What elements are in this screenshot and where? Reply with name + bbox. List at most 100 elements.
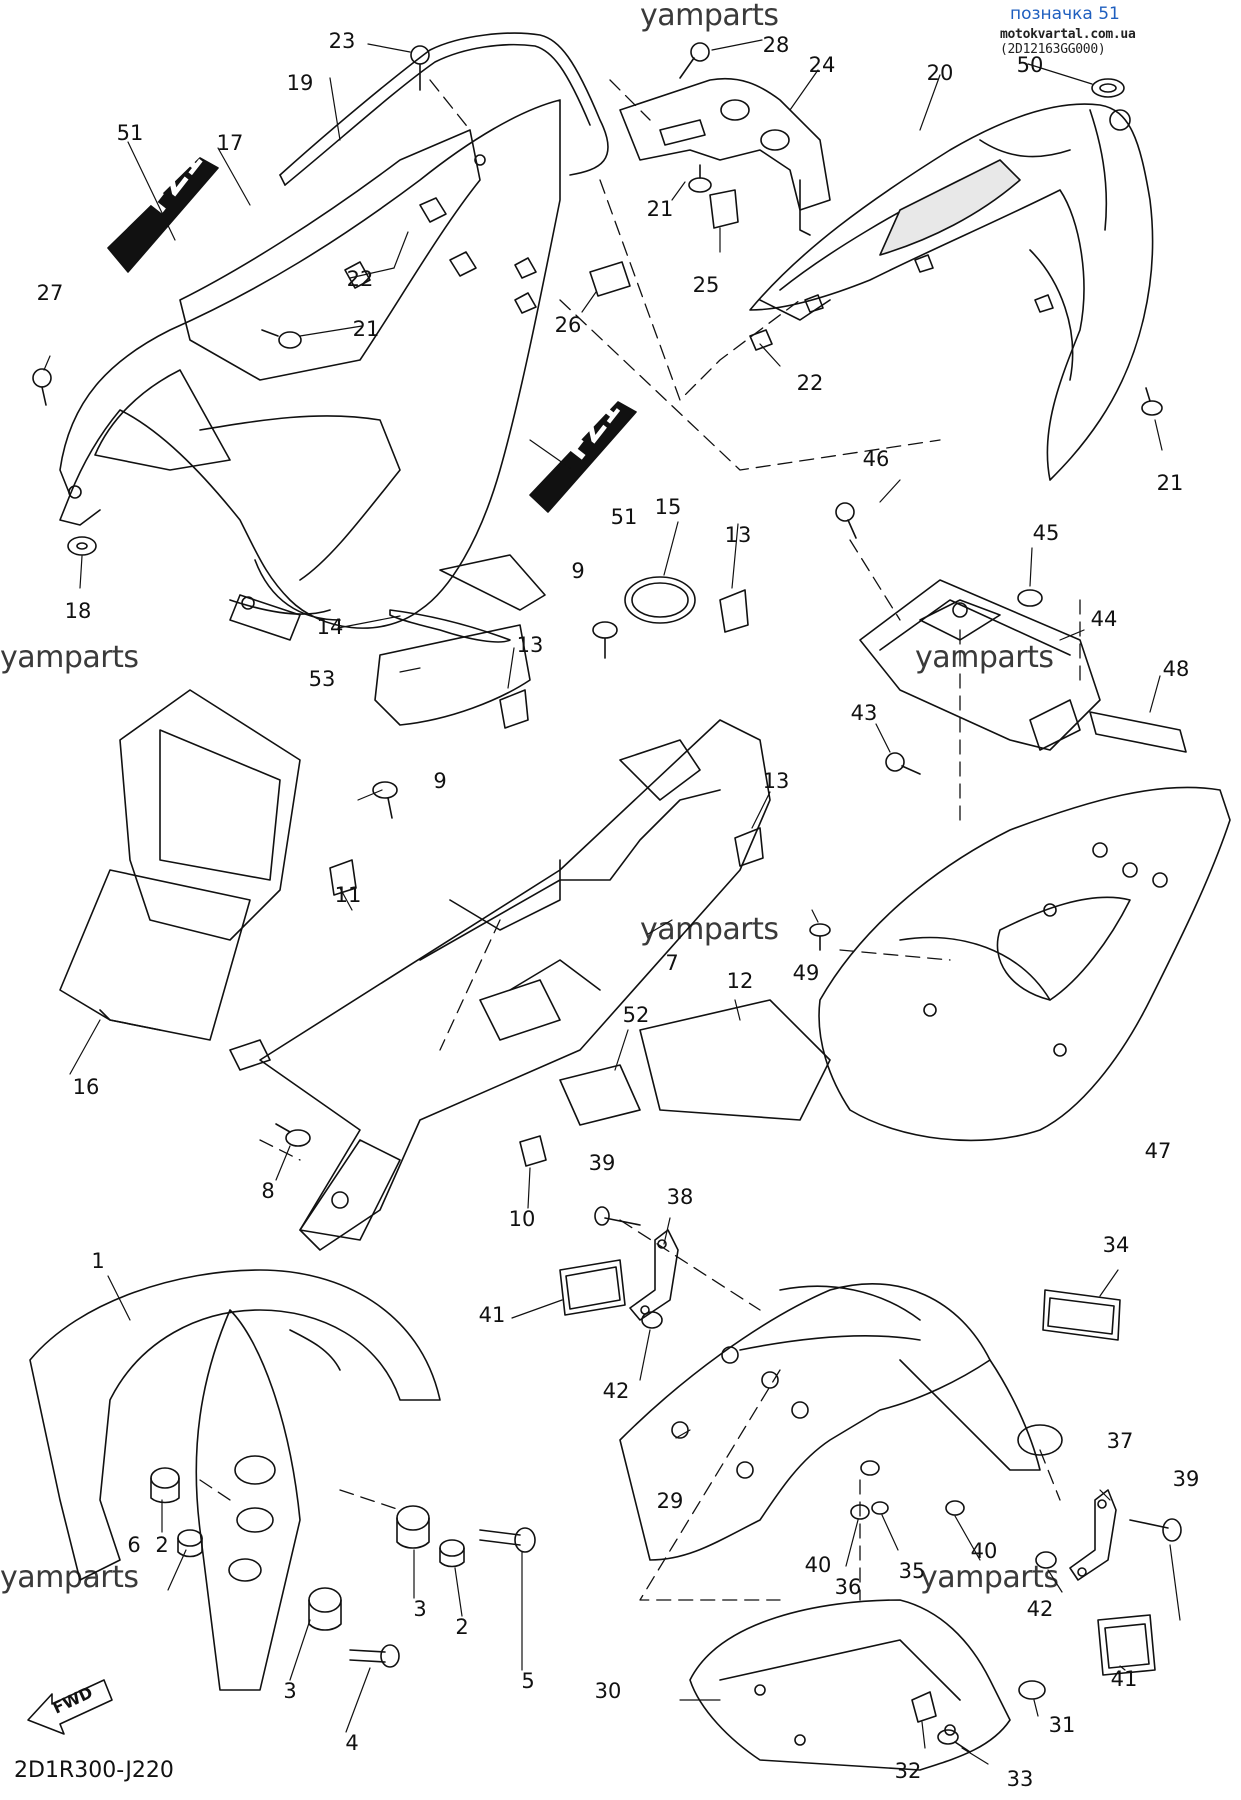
callout-22: 22 [347,267,374,291]
damper-3 [396,1505,430,1549]
clip-13 [734,827,764,867]
sheet-26 [589,261,631,297]
nut-40 [860,1460,880,1476]
pad-48 [1089,711,1187,753]
assembly-lines [199,79,1081,1601]
collar-2 [439,1539,465,1568]
sheet-52 [559,1064,641,1126]
callout-27: 27 [37,281,64,305]
callout-42: 42 [603,1379,630,1403]
damper-10 [519,1135,547,1167]
callout-48: 48 [1163,657,1190,681]
callout-30: 30 [595,1679,622,1703]
rear-fender-lower [689,1599,1011,1771]
callout-49: 49 [793,961,820,985]
callout-51: 51 [611,505,638,529]
nut-22 [749,329,773,351]
callout-52: 52 [623,1003,650,1027]
designation-link[interactable]: позначка 51 [1010,4,1120,24]
front-fender [29,1269,441,1691]
callout-8: 8 [261,1179,274,1203]
sheet-12 [639,999,831,1121]
bolt-8 [275,1123,311,1147]
callout-9: 9 [571,559,584,583]
callout-6: 6 [127,1533,140,1557]
stay-37 [1069,1489,1117,1581]
callout-10: 10 [509,1207,536,1231]
callout-12: 12 [727,969,754,993]
bolt-5 [479,1527,536,1553]
callout-13: 13 [725,523,752,547]
callout-37: 37 [1107,1429,1134,1453]
bracket-24 [619,77,831,236]
watermark: yamparts [640,912,779,947]
clip-11 [329,859,357,896]
callout-23: 23 [329,29,356,53]
pad-53 [374,624,531,726]
callout-47: 47 [1145,1139,1172,1163]
clip-13 [719,589,749,633]
callout-46: 46 [863,447,890,471]
seat-cowling [59,99,561,641]
bolt-21 [688,164,712,193]
bolt-39 [1129,1518,1182,1542]
nut-42 [1035,1551,1057,1569]
strap-14 [389,554,546,643]
callout-40: 40 [805,1553,832,1577]
washer-35 [871,1501,889,1515]
callout-42: 42 [1027,1597,1054,1621]
fz1-decal-right: FZ1 [529,390,637,513]
grommet-31 [1018,1680,1046,1700]
watermark: yamparts [0,1560,139,1595]
callout-11: 11 [335,883,362,907]
callout-19: 19 [287,71,314,95]
bolt-49 [809,923,831,951]
callout-14: 14 [317,615,344,639]
reflector-41 [1097,1614,1156,1676]
screw-33 [937,1729,971,1753]
callout-22: 22 [797,371,824,395]
callout-43: 43 [851,701,878,725]
callout-7: 7 [665,951,678,975]
callout-32: 32 [895,1759,922,1783]
grab-bar [279,32,609,186]
grommet-45 [1017,589,1043,607]
callout-21: 21 [647,197,674,221]
rear-fender [619,1283,1063,1561]
callout-34: 34 [1103,1233,1130,1257]
callout-39: 39 [1173,1467,1200,1491]
callout-36: 36 [835,1575,862,1599]
bolt-28 [679,42,710,79]
callout-18: 18 [65,599,92,623]
watermark: yamparts [0,640,139,675]
bracket-44 [859,579,1101,751]
callout-41: 41 [479,1303,506,1327]
bolt-23 [410,45,430,91]
bolt-21 [261,329,302,349]
callout-35: 35 [899,1559,926,1583]
callout-41: 41 [1111,1667,1138,1691]
washer-18 [67,536,97,556]
nut-40 [945,1500,965,1516]
callout-2: 2 [455,1615,468,1639]
grommet-50 [1091,78,1125,98]
site-name: motokvartal.com.ua [1000,27,1136,42]
bolt-46 [835,502,857,539]
callout-3: 3 [283,1679,296,1703]
callout-2: 2 [155,1533,168,1557]
callout-13: 13 [763,769,790,793]
callout-51: 51 [117,121,144,145]
reflector-34 [1042,1289,1121,1341]
reflector-41 [559,1259,626,1316]
callout-26: 26 [555,313,582,337]
callout-24: 24 [809,53,836,77]
callout-17: 17 [217,131,244,155]
callout-29: 29 [657,1489,684,1513]
callout-3: 3 [413,1597,426,1621]
watermark: yamparts [915,640,1054,675]
tail-cowling [749,103,1154,481]
collar-6 [150,1467,180,1504]
